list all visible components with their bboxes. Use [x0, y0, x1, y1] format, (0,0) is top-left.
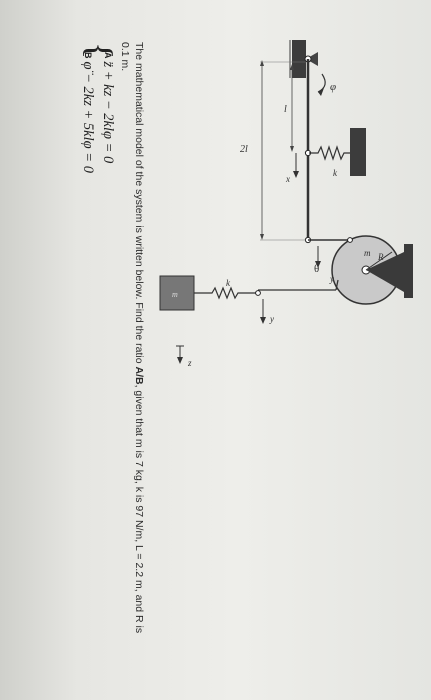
ratio-label: A/B [133, 366, 145, 385]
problem-line-2: 0.1 m. [119, 42, 131, 72]
label-l: l [284, 104, 287, 115]
label-m-disk: m [364, 248, 371, 258]
label-R: R [377, 252, 384, 262]
problem-line-1: The mathematical model of the system is … [132, 42, 146, 642]
label-y-right: y [269, 314, 274, 324]
equation-1-expr: z̈ + kz − 2klφ = 0 [100, 61, 117, 164]
equation-1: A z̈ + kz − 2klφ = 0 [98, 52, 118, 173]
spring-top [309, 145, 350, 161]
equation-2: B φ̈ − 2kz + 5klφ = 0 [78, 52, 98, 173]
label-y-left: y [329, 274, 334, 284]
brace-symbol: { [80, 42, 120, 60]
pivot-triangle [306, 52, 318, 66]
problem-text-suffix: , given that m is 7 kg, k is 97 N/m, L =… [133, 384, 145, 634]
label-k-bottom: k [226, 278, 231, 288]
wall-support-top [350, 128, 366, 176]
label-m-block: m [172, 290, 178, 299]
equation-2-expr: φ̈ − 2kz + 5klφ = 0 [80, 61, 97, 173]
label-phi: φ [330, 81, 336, 93]
spring-bottom [194, 286, 258, 300]
block-mass [159, 275, 195, 311]
problem-text-prefix: The mathematical model of the system is … [133, 42, 145, 367]
disk-support [366, 252, 404, 292]
equation-system: { A z̈ + kz − 2klφ = 0 B φ̈ − 2kz + 5klφ… [78, 42, 120, 173]
label-z: z [187, 358, 192, 368]
phi-arc-arrow [317, 73, 326, 93]
problem-statement: The mathematical model of the system is … [118, 42, 146, 642]
label-theta: θ [314, 263, 319, 275]
wall-support-left [292, 40, 306, 78]
label-2l: 2l [240, 144, 248, 155]
label-k-top: k [333, 168, 338, 178]
label-x: x [285, 174, 290, 184]
